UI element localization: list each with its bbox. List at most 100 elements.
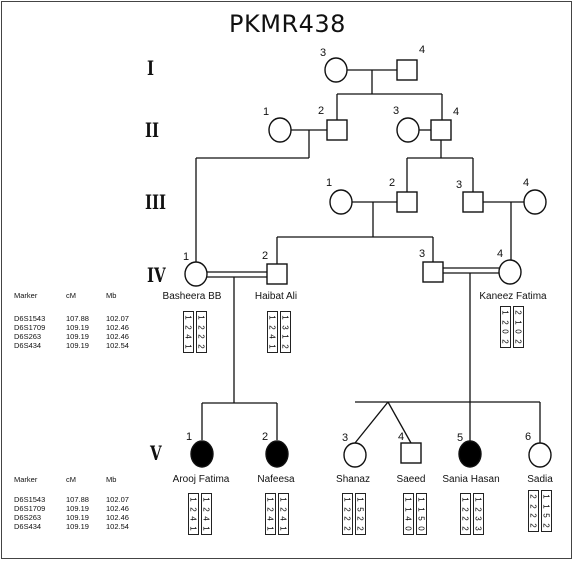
allele: 2 [513, 339, 523, 344]
female-symbol [268, 117, 292, 143]
allele: 2 [460, 526, 470, 531]
allele: 1 [278, 497, 288, 502]
male-symbol [462, 191, 484, 213]
descent-line [354, 401, 389, 444]
individual-number: 1 [263, 106, 270, 118]
allele: 2 [500, 320, 510, 325]
allele: 1 [265, 497, 275, 502]
marker-mb: 102.46 [106, 504, 129, 513]
marker-name: D6S434 [14, 522, 42, 531]
allele: 5 [416, 516, 426, 521]
individual-number: 3 [393, 105, 400, 117]
marker-mb: 102.54 [106, 522, 129, 531]
male-symbol [396, 59, 418, 81]
allele: 2 [500, 339, 510, 344]
haplotype-bar: 1 2 2 2 [460, 493, 471, 535]
male-symbol [422, 261, 444, 283]
allele: 2 [460, 516, 470, 521]
individual-number: 5 [457, 432, 464, 444]
mb-header: Mb [106, 475, 117, 484]
allele: 2 [460, 507, 470, 512]
haplotype-bar: 1 2 4 1 [183, 311, 194, 353]
name-arooj: Arooj Fatima [172, 474, 230, 485]
allele: 2 [201, 507, 211, 512]
allele: 2 [528, 494, 538, 499]
allele: 1 [267, 315, 277, 320]
allele: 1 [513, 320, 523, 325]
individual-number: 2 [318, 105, 325, 117]
marker-mb: 102.46 [106, 513, 129, 522]
allele: 1 [416, 507, 426, 512]
allele: 4 [183, 334, 193, 339]
marker-cm: 109.19 [66, 341, 89, 350]
allele: 1 [403, 497, 413, 502]
name-sadia: Sadia [527, 474, 553, 485]
marker-cm: 109.19 [66, 513, 89, 522]
allele: 2 [280, 344, 290, 349]
individual-number: 3 [456, 179, 463, 191]
allele: 1 [183, 344, 193, 349]
individual-number: 2 [262, 431, 269, 443]
allele: 3 [280, 325, 290, 330]
allele: 1 [188, 526, 198, 531]
allele: 2 [355, 516, 365, 521]
allele: 4 [267, 334, 277, 339]
allele: 1 [183, 315, 193, 320]
female-symbol-basheera [184, 261, 208, 287]
individual-number: 4 [419, 44, 426, 56]
marker-cm: 109.19 [66, 504, 89, 513]
male-symbol [326, 119, 348, 141]
allele: 2 [541, 523, 551, 528]
name-nafeesa: Nafeesa [257, 474, 295, 485]
generation-label-ii: II [145, 118, 160, 142]
allele: 1 [355, 497, 365, 502]
allele: 1 [500, 310, 510, 315]
allele: 2 [183, 325, 193, 330]
marker-cm: 107.88 [66, 314, 89, 323]
allele: 1 [460, 497, 470, 502]
allele: 2 [196, 334, 206, 339]
allele: 2 [342, 507, 352, 512]
allele: 2 [342, 516, 352, 521]
allele: 1 [267, 344, 277, 349]
marker-cm: 109.19 [66, 522, 89, 531]
individual-number: 3 [320, 47, 327, 59]
allele: 1 [280, 334, 290, 339]
allele: 2 [196, 325, 206, 330]
allele: 1 [196, 315, 206, 320]
female-symbol [324, 57, 348, 83]
allele: 2 [265, 507, 275, 512]
generation-label-i: I [147, 56, 155, 80]
marker-mb: 102.07 [106, 495, 129, 504]
allele: 1 [201, 526, 211, 531]
pedigree-title: PKMR438 [229, 10, 346, 38]
female-symbol [329, 189, 353, 215]
allele: 2 [196, 344, 206, 349]
individual-number: 6 [525, 431, 532, 443]
allele: 1 [188, 497, 198, 502]
pedigree-lines [195, 69, 541, 444]
allele: 2 [528, 513, 538, 518]
allele: 1 [278, 526, 288, 531]
male-symbol [396, 191, 418, 213]
marker-cm: 107.88 [66, 495, 89, 504]
individual-number: 2 [389, 177, 396, 189]
allele: 1 [541, 494, 551, 499]
allele: 2 [355, 526, 365, 531]
marker-mb: 102.07 [106, 314, 129, 323]
marker-cm: 109.19 [66, 323, 89, 332]
name-haibat: Haibat Ali [254, 291, 298, 302]
